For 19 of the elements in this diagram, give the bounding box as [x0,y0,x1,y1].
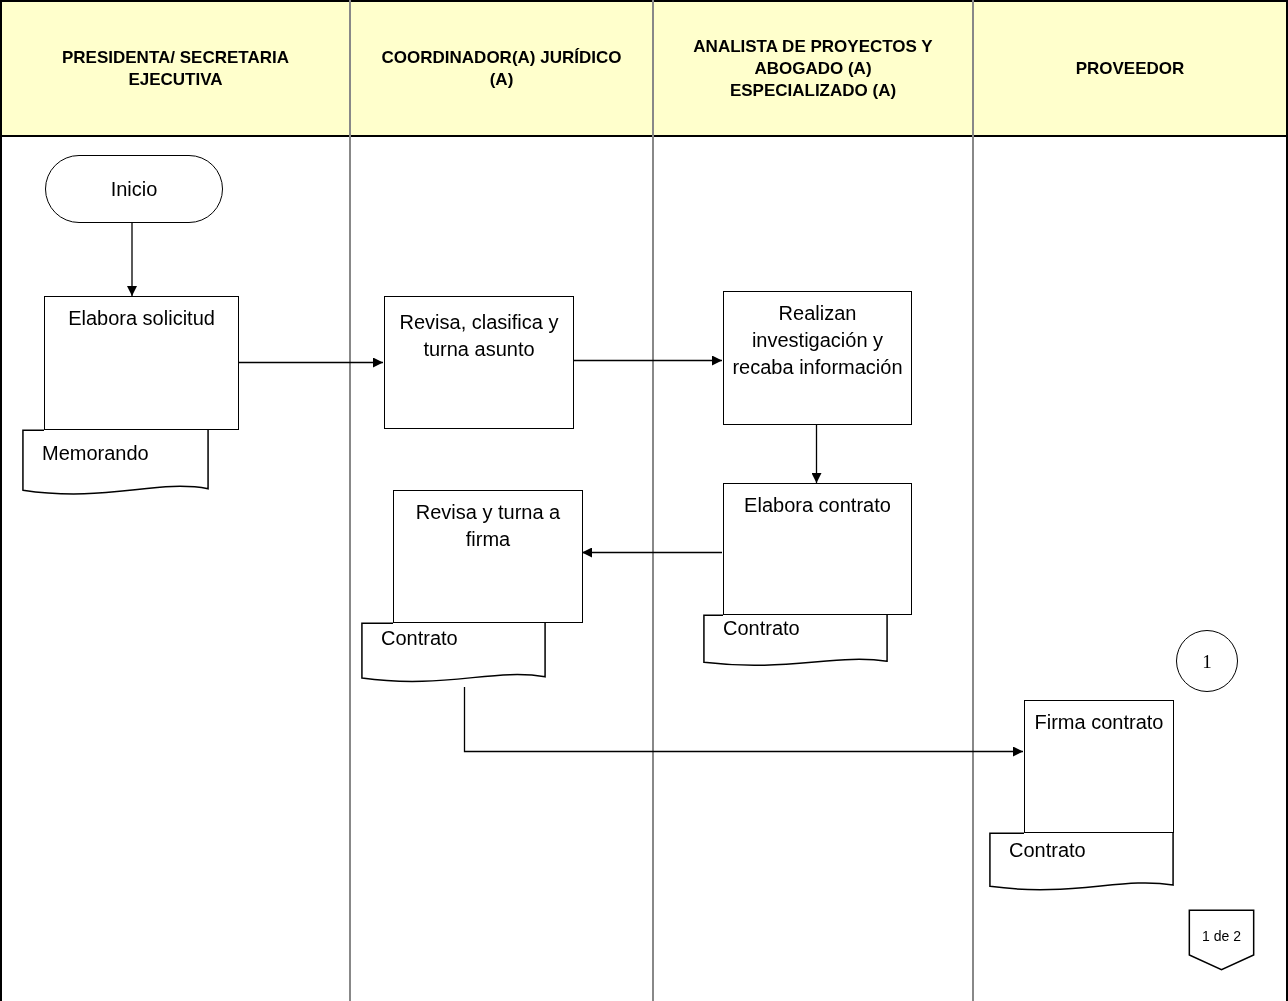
terminator: Inicio [45,155,223,223]
process-box: Elabora contrato [723,483,912,615]
connector-circle: 1 [1176,630,1238,692]
arrow [572,355,723,366]
process-box: Revisa, clasifica y turna asunto [384,296,574,429]
arrow [236,357,384,368]
lane-header: PROVEEDOR [974,0,1286,137]
lane-header: PRESIDENTA/ SECRETARIA EJECUTIVA [2,0,349,137]
arrow [581,547,723,558]
process-box: Revisa y turna a firma [393,490,583,623]
document-shape: Contrato [361,623,546,687]
off-page-connector: 1 de 2 [1189,910,1254,970]
arrow [127,222,137,297]
arrow [811,424,822,484]
lane-header: COORDINADOR(A) JURÍDICO (A) [351,0,652,137]
process-box: Firma contrato [1024,700,1174,833]
process-box: Realizan investigación y recaba información [723,291,912,425]
lane-header: ANALISTA DE PROYECTOS Y ABOGADO (A) ESPECIALIZADO (A) [654,0,972,137]
process-box: Elabora solicitud [44,296,239,430]
